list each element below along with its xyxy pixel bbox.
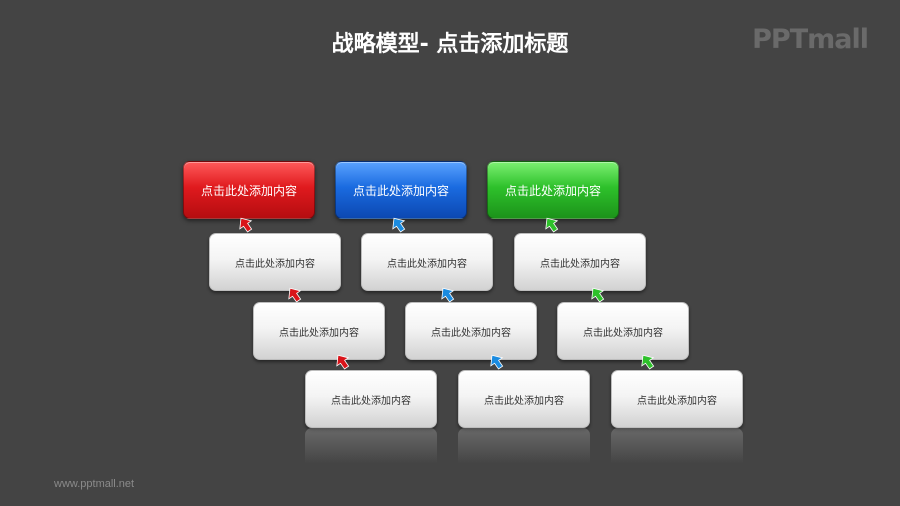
step-box-red-2[interactable]: 点击此处添加内容 [253, 302, 385, 360]
up-arrow-icon [387, 213, 409, 235]
up-arrow-icon [436, 283, 458, 305]
step-box-label: 点击此处添加内容 [235, 258, 315, 270]
up-arrow-icon [540, 213, 562, 235]
step-box-label: 点击此处添加内容 [431, 327, 511, 339]
up-arrow-icon [331, 350, 353, 372]
step-box-green-2[interactable]: 点击此处添加内容 [557, 302, 689, 360]
header-box-red[interactable]: 点击此处添加内容 [183, 161, 315, 219]
step-box-label: 点击此处添加内容 [279, 327, 359, 339]
header-box-label: 点击此处添加内容 [352, 183, 449, 198]
step-box-label: 点击此处添加内容 [387, 258, 467, 270]
up-arrow-icon [586, 283, 608, 305]
up-arrow-icon [485, 350, 507, 372]
up-arrow-icon [636, 350, 658, 372]
step-box-red-3[interactable]: 点击此处添加内容 [305, 370, 437, 428]
header-box-green[interactable]: 点击此处添加内容 [487, 161, 619, 219]
step-box-label: 点击此处添加内容 [331, 395, 411, 407]
step-box-label: 点击此处添加内容 [484, 395, 564, 407]
header-box-blue[interactable]: 点击此处添加内容 [335, 161, 467, 219]
step-box-label: 点击此处添加内容 [583, 327, 663, 339]
box-reflection [611, 428, 743, 464]
page-title: 战略模型- 点击添加标题 [331, 32, 569, 57]
step-box-blue-2[interactable]: 点击此处添加内容 [405, 302, 537, 360]
up-arrow-icon [283, 283, 305, 305]
step-box-blue-1[interactable]: 点击此处添加内容 [361, 233, 493, 291]
header-box-label: 点击此处添加内容 [504, 183, 601, 198]
step-box-label: 点击此处添加内容 [637, 395, 717, 407]
header-box-label: 点击此处添加内容 [200, 183, 297, 198]
box-reflection [458, 428, 590, 464]
brand-logo: PPTmall [752, 24, 869, 55]
step-box-green-1[interactable]: 点击此处添加内容 [514, 233, 646, 291]
step-box-red-1[interactable]: 点击此处添加内容 [209, 233, 341, 291]
up-arrow-icon [234, 213, 256, 235]
box-reflection [305, 428, 437, 464]
step-box-label: 点击此处添加内容 [540, 258, 620, 270]
step-box-blue-3[interactable]: 点击此处添加内容 [458, 370, 590, 428]
footer-url: www.pptmall.net [54, 478, 135, 490]
step-box-green-3[interactable]: 点击此处添加内容 [611, 370, 743, 428]
